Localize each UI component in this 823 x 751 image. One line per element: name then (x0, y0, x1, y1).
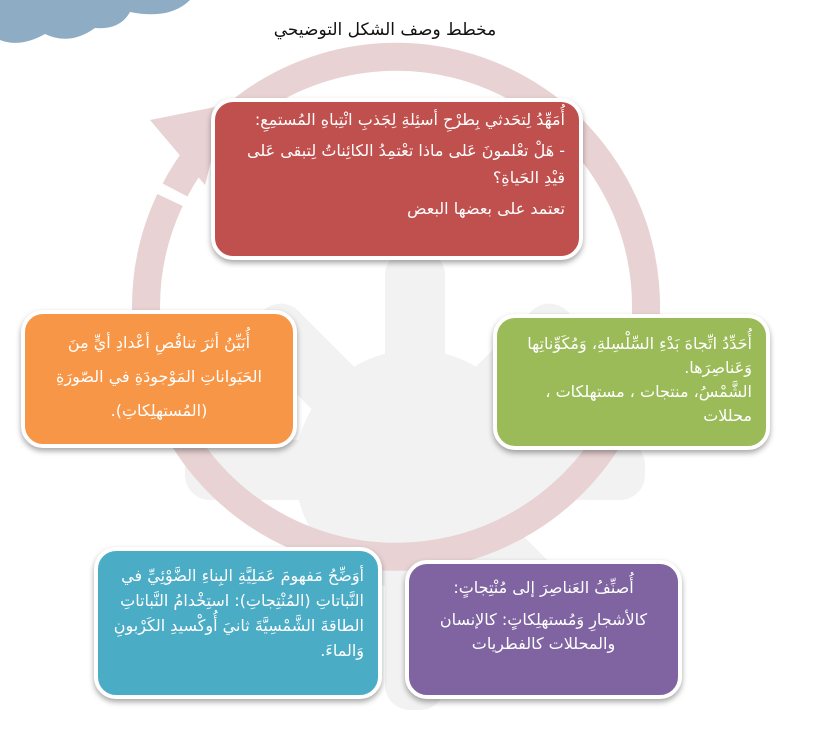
intro-question-prompt: أُمَهِّدُ لِتحَدثي بِطرْحِ أسئِلةِ لِجَذ… (254, 110, 565, 129)
diagram-title: مخطط وصف الشكل التوضيحي (273, 20, 497, 40)
decline-text: أُبَيِّنُ أثرَ تناقُصِ أعْدادِ أيٍّ مِنَ… (56, 333, 262, 420)
classify-examples: كالأشجارِ وَمُستهلِكاتٍ: كالإنسان والمحل… (439, 610, 648, 653)
chain-direction-text: أُحَدِّدُ اتِّجاهَ بَدْءِ السِّلْسِلةِ، … (527, 334, 752, 377)
classify-box: أُصنِّفُ العَناصِرَ إلى مُنْتِجاتٍ: كالأ… (405, 560, 682, 699)
photosynthesis-box: أوَضِّحُ مَفهومَ عَمَلِيَّةِ البِناءِ ال… (94, 547, 382, 699)
decline-box: أُبَيِّنُ أثرَ تناقُصِ أعْدادِ أيٍّ مِنَ… (21, 310, 297, 448)
classify-heading: أُصنِّفُ العَناصِرَ إلى مُنْتِجاتٍ: (453, 578, 634, 597)
cloud-decoration (0, 0, 190, 43)
chain-elements-text: الشَّمْسُ، منتجات ، مستهلكات ، محللات (545, 382, 752, 425)
chain-box: أُحَدِّدُ اتِّجاهَ بَدْءِ السِّلْسِلةِ، … (493, 314, 770, 450)
intro-answer: تعتمد على بعضها البعض (407, 199, 565, 218)
photosynthesis-text: أوَضِّحُ مَفهومَ عَمَلِيَّةِ البِناءِ ال… (113, 566, 364, 660)
cycle-arrowhead-icon (150, 105, 225, 185)
intro-box: أُمَهِّدُ لِتحَدثي بِطرْحِ أسئِلةِ لِجَذ… (211, 98, 583, 260)
intro-question: - هَلْ تعْلمونَ عَلى ماذا تعْتمِدُ الكائ… (247, 141, 565, 187)
